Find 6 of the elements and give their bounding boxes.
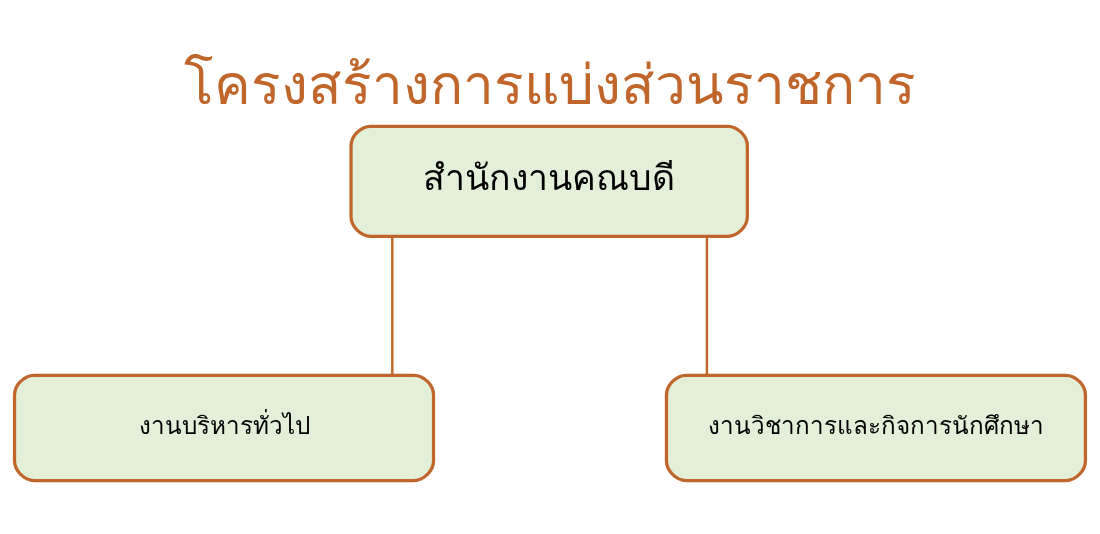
node-box: งานบริหารทั่วไป bbox=[12, 373, 436, 483]
connector bbox=[391, 236, 394, 376]
connector bbox=[705, 236, 709, 376]
node-box: งานวิชาการและกิจการนักศึกษา bbox=[664, 373, 1088, 483]
node-box: สำนักงานคณบดี bbox=[349, 124, 749, 238]
diagram-title: โครงสร้างการแบ่งส่วนราชการ bbox=[184, 52, 916, 117]
